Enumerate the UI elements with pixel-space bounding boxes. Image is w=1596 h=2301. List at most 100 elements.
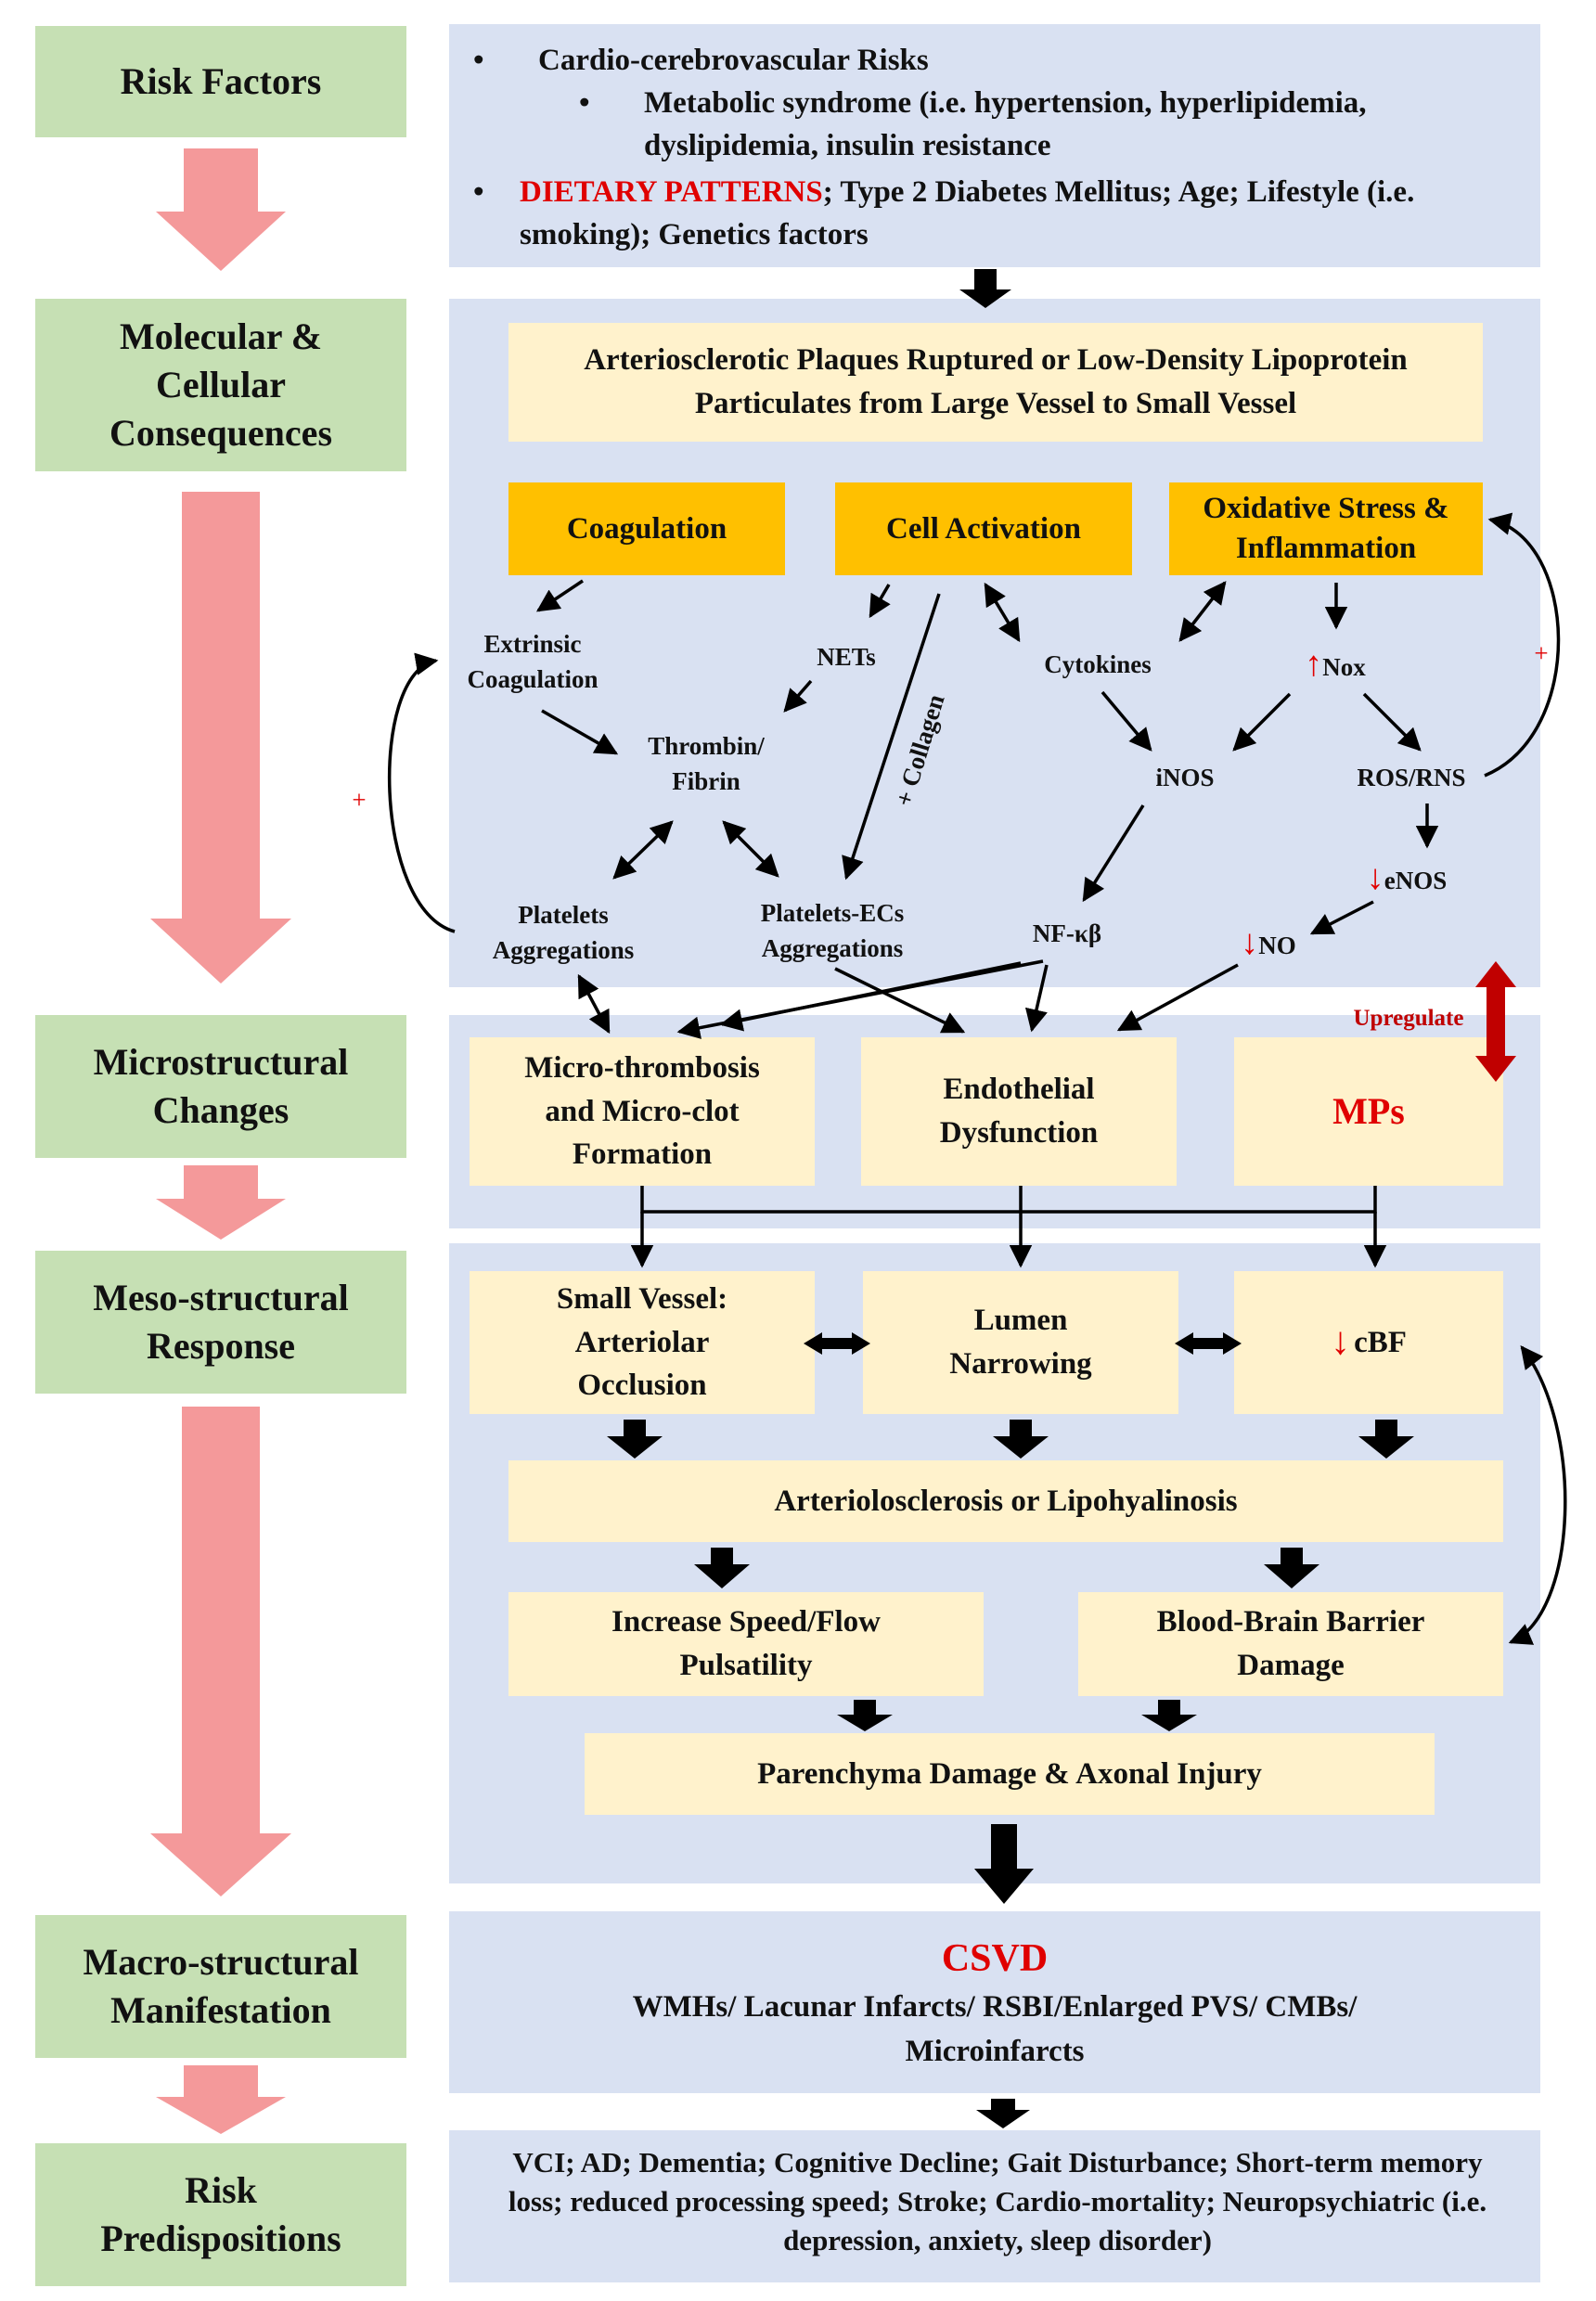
stage-label: Molecular & Cellular Consequences (109, 315, 333, 454)
panel-risk-factors (449, 24, 1540, 267)
nf-kb-label: NF-κβ (1032, 919, 1102, 947)
double-arrow-left (804, 1332, 870, 1355)
nox-label: ↑Nox (1305, 645, 1366, 684)
plus-sign-right: + (1534, 639, 1549, 667)
block-arrow-paren-1 (837, 1700, 893, 1731)
stage-risk-factors: Risk Factors (35, 26, 406, 137)
arrow-nets-thrombin (783, 679, 813, 713)
arrow-ox-cytokines (1178, 581, 1227, 642)
arrow-plateletsecs-endothelial (834, 967, 966, 1034)
bbb-damage-text: Blood-Brain Barrier Damage (1156, 1605, 1425, 1682)
block-arrow-bbb (1264, 1548, 1319, 1588)
arrow-no-endothelial (1116, 963, 1239, 1032)
lumen-narrowing-box: Lumen Narrowing (863, 1271, 1178, 1414)
pink-arrow-3 (156, 1165, 286, 1240)
lumen-narrowing-text: Lumen Narrowing (949, 1304, 1092, 1381)
stage-risk-predispositions: Risk Predispositions (35, 2143, 406, 2286)
oxidative-stress-box: Oxidative Stress & Inflammation (1169, 482, 1483, 575)
stage-microstructural: Microstructural Changes (35, 1015, 406, 1158)
micro-thrombosis-text: Micro-thrombosis and Micro-clot Formatio… (524, 1050, 760, 1172)
coagulation-box: Coagulation (508, 482, 785, 575)
pink-arrow-2 (150, 492, 291, 983)
block-arrow-to-csvd (974, 1824, 1034, 1904)
arrow-cytokines-inos (1100, 690, 1152, 752)
csvd-manifestations: WMHs/ Lacunar Infarcts/ RSBI/Enlarged PV… (632, 1990, 1358, 2069)
stage-label: Microstructural Changes (93, 1041, 349, 1131)
block-arrow-to-predisp (976, 2099, 1030, 2128)
arrow-nox-inos (1232, 692, 1292, 752)
enos-label: ↓eNOS (1366, 858, 1448, 897)
risk-bullet-2-text: ; Type 2 Diabetes Mellitus; Age; Lifesty… (520, 175, 1415, 252)
endothelial-dysfunction-box: Endothelial Dysfunction (861, 1037, 1177, 1186)
cbf-box: ↓cBF (1234, 1271, 1503, 1414)
arrow-thrombin-platelets (612, 820, 674, 880)
increase-speed-box: Increase Speed/Flow Pulsatility (508, 1592, 984, 1696)
platelets-aggregations-label: Platelets Aggregations (492, 901, 635, 964)
arrow-cell-nets (869, 584, 891, 619)
arteriolosclerosis-box: Arteriolosclerosis or Lipohyalinosis (508, 1460, 1503, 1542)
endothelial-dysfunction-text: Endothelial Dysfunction (939, 1073, 1099, 1150)
mps-text: MPs (1332, 1089, 1405, 1132)
stage-label: Risk Predispositions (100, 2169, 341, 2259)
panel-predispositions (449, 2130, 1540, 2282)
enos-text: eNOS (1384, 867, 1448, 894)
double-arrow-right (1175, 1332, 1242, 1355)
risk-bullet-2: • DIETARY PATTERNS; Type 2 Diabetes Mell… (473, 175, 1415, 252)
ros-rns-label: ROS/RNS (1357, 764, 1466, 791)
small-vessel-text: Small Vessel: Arteriolar Occlusion (556, 1281, 728, 1403)
cell-activation-box: Cell Activation (835, 482, 1132, 575)
risk-bullet-1a: •Metabolic syndrome (i.e. hypertension, … (579, 82, 1516, 167)
arrow-platelets-thrombosis (577, 973, 611, 1035)
nets-label: NETs (817, 643, 876, 671)
nox-text: Nox (1322, 653, 1366, 681)
stage-flow-arrows (150, 148, 291, 2134)
plus-sign-left: + (352, 786, 367, 814)
stage-molecular-cellular: Molecular & Cellular Consequences (35, 299, 406, 471)
stage-macro-structural: Macro-structural Manifestation (35, 1915, 406, 2058)
micro-thrombosis-box: Micro-thrombosis and Micro-clot Formatio… (470, 1037, 815, 1186)
arrow-nox-ros (1362, 692, 1422, 752)
no-label: ↓NO (1241, 923, 1296, 962)
thrombin-fibrin-label: Thrombin/ Fibrin (648, 732, 765, 795)
parenchyma-damage-text: Parenchyma Damage & Axonal Injury (757, 1756, 1262, 1791)
arrow-nfkb-thrombosis-2 (719, 961, 1022, 1032)
pink-arrow-4 (150, 1407, 291, 1896)
platelets-ecs-label: Platelets-ECs Aggregations (760, 899, 905, 962)
upregulate-label: Upregulate (1353, 1006, 1464, 1031)
pink-arrow-1 (156, 148, 286, 271)
stage-label: Risk Factors (120, 60, 322, 102)
block-arrow-paren-2 (1141, 1700, 1197, 1731)
inos-label: iNOS (1155, 764, 1215, 791)
dietary-patterns-highlight: DIETARY PATTERNS (520, 175, 823, 209)
increase-speed-text: Increase Speed/Flow Pulsatility (611, 1605, 881, 1682)
csvd-title: CSVD (941, 1937, 1049, 1980)
stage-label: Meso-structural Response (93, 1277, 349, 1367)
pathway-arrows (387, 512, 1567, 1645)
parenchyma-damage-box: Parenchyma Damage & Axonal Injury (585, 1733, 1435, 1815)
arrow-enos-no (1309, 900, 1374, 935)
upregulate-double-arrow (1475, 961, 1516, 1082)
feedback-loop-cbf-bbb (1508, 1345, 1567, 1645)
feedback-loop-ros (1484, 512, 1561, 778)
plaques-box: Arteriosclerotic Plaques Ruptured or Low… (508, 323, 1483, 442)
no-text: NO (1258, 932, 1296, 959)
extrinsic-coagulation-label: Extrinsic Coagulation (467, 630, 598, 693)
arrow-coag-extrinsic (535, 579, 584, 612)
predispositions-text: VCI; AD; Dementia; Cognitive Decline; Ga… (508, 2146, 1487, 2257)
pink-arrow-5 (156, 2065, 286, 2134)
cytokines-label: Cytokines (1044, 650, 1152, 678)
bbb-damage-box: Blood-Brain Barrier Damage (1078, 1592, 1503, 1696)
csvd-block: CSVD WMHs/ Lacunar Infarcts/ RSBI/Enlarg… (449, 1935, 1540, 2075)
cell-activation-text: Cell Activation (886, 511, 1081, 546)
connector-micro-meso (640, 1186, 1377, 1214)
arrow-cell-cytokines (984, 582, 1021, 643)
risk-bullet-1-text: Cardio-cerebrovascular Risks (538, 44, 929, 77)
risk-bullet-1: •Cardio-cerebrovascular Risks (473, 44, 929, 77)
block-arrow-speed (694, 1548, 750, 1588)
stage-label: Macro-structural Manifestation (83, 1941, 359, 2031)
panel-macro (449, 1911, 1540, 2093)
arteriolosclerosis-text: Arteriolosclerosis or Lipohyalinosis (774, 1484, 1238, 1518)
cbf-text: cBF (1354, 1325, 1407, 1359)
stage-meso-structural: Meso-structural Response (35, 1251, 406, 1394)
